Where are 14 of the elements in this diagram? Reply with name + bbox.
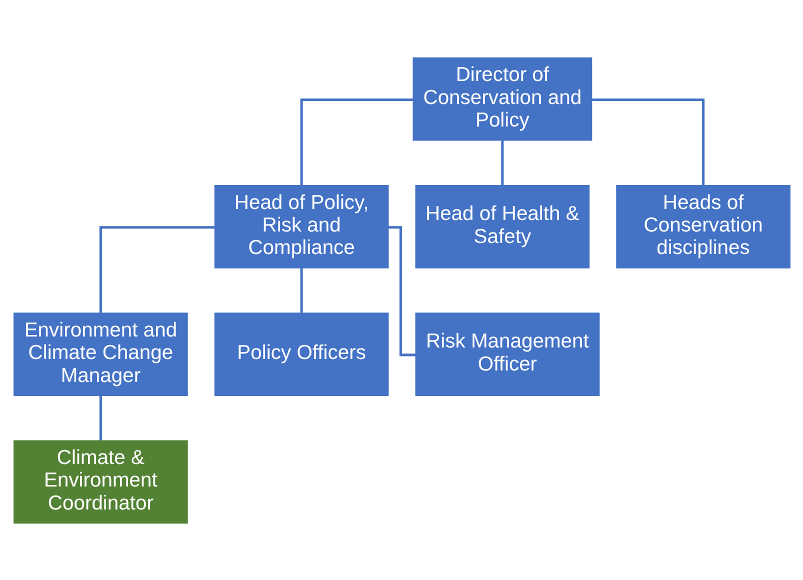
connector bbox=[300, 267, 302, 312]
connector bbox=[98, 394, 102, 440]
connector bbox=[98, 226, 214, 313]
connector bbox=[500, 140, 504, 185]
node-box: Head of Health & Safety bbox=[414, 184, 590, 268]
node-box: Climate & Environment Coordinator bbox=[13, 440, 188, 524]
node-box: Policy Officers bbox=[214, 312, 388, 396]
node-box: Risk Management Officer bbox=[414, 312, 600, 396]
connector bbox=[300, 98, 413, 185]
node-box: Director of Conservation and Policy bbox=[412, 56, 592, 140]
node-box: Heads of Conservation disciplines bbox=[616, 184, 790, 268]
connector bbox=[591, 98, 704, 185]
node-box: Head of Policy, Risk and Compliance bbox=[214, 184, 388, 268]
node-box: Environment and Climate Change Manager bbox=[13, 312, 188, 396]
